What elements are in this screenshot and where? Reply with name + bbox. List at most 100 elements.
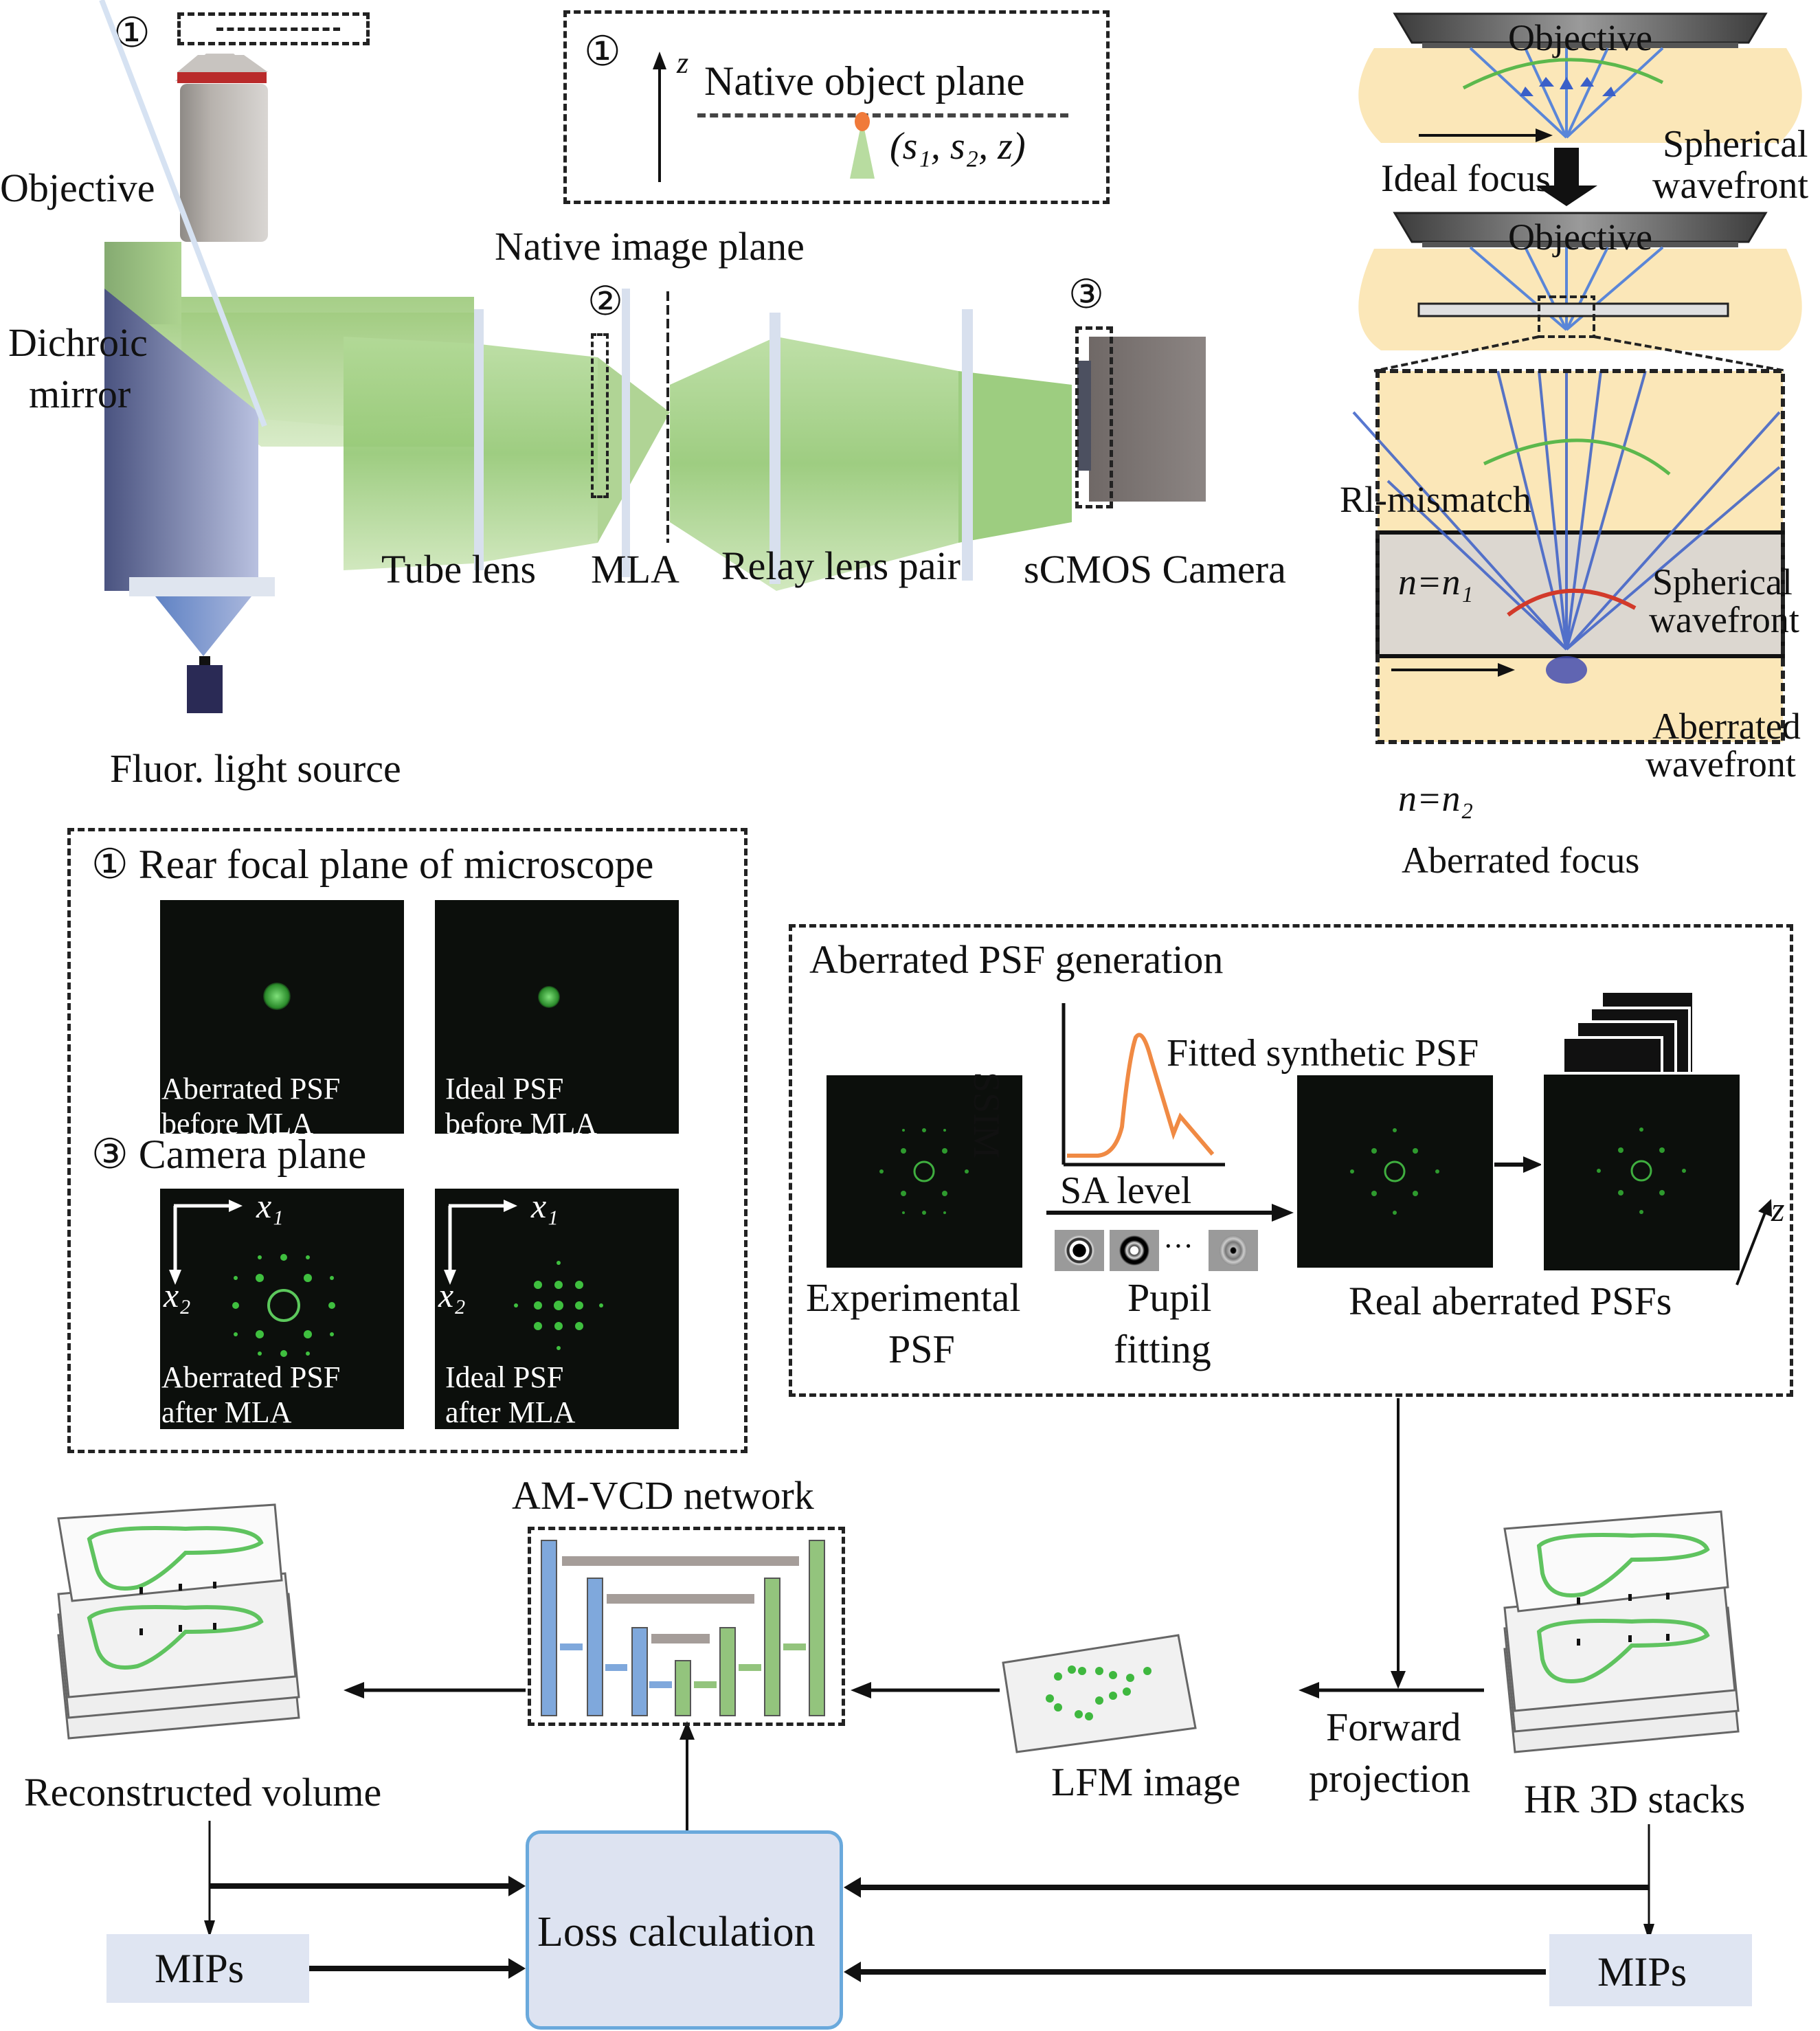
- camera-body: [1089, 337, 1206, 502]
- mla-label: MLA: [591, 547, 679, 592]
- fitted-synthetic-label: Fitted synthetic PSF: [1167, 1032, 1479, 1075]
- marker-2-label: ②: [587, 279, 623, 324]
- lfm-image: [1002, 1634, 1197, 1753]
- relay-lens-1: [769, 313, 780, 584]
- ideal-focus-label: Ideal focus: [1381, 157, 1551, 200]
- loss-calculation-box: Loss calculation: [526, 1830, 843, 2030]
- bottleneck-block: [675, 1660, 691, 1716]
- x2-axis-label: x₂: [164, 1276, 191, 1314]
- experimental-label-line2: PSF: [888, 1327, 955, 1371]
- rear-focal-plane-title: ① Rear focal plane of microscope: [91, 842, 654, 887]
- network-box: [528, 1527, 845, 1726]
- psf-pattern-aberrated: [169, 1200, 335, 1357]
- loss-calculation-label: Loss calculation: [537, 1909, 816, 1955]
- top-objective-label: Objective: [1508, 17, 1652, 58]
- ssim-curve: [1067, 1033, 1215, 1158]
- n1-label: n=n₁: [1398, 561, 1474, 603]
- experimental-psf-image: [827, 1075, 1022, 1268]
- aberrated-wavefront-line1: Aberrated: [1652, 706, 1801, 747]
- pupil-label-line1: Pupil: [1127, 1275, 1212, 1320]
- spherical-label-line2: wavefront: [1652, 164, 1809, 207]
- forward-projection-line1: Forward: [1326, 1705, 1461, 1749]
- reconstructed-volume-stack: [57, 1503, 300, 1740]
- pupil-label-line2: fitting: [1114, 1327, 1211, 1371]
- aberrated-wavefront-line2: wavefront: [1645, 743, 1796, 785]
- x1-axis-label: x₁: [531, 1187, 559, 1225]
- sa-level-arrow: [1046, 1204, 1294, 1222]
- camera-sensor: [1077, 361, 1091, 471]
- dichroic-label-line1: Dichroic: [8, 320, 148, 365]
- z-stack-arrow: [1735, 1199, 1772, 1286]
- aberrated-focus-spot: [1546, 656, 1587, 684]
- hr-stacks-label: HR 3D stacks: [1524, 1777, 1746, 1821]
- point-coordinate: (s₁, s₂, z): [890, 125, 1026, 168]
- real-psfs-label: Real aberrated PSFs: [1349, 1279, 1672, 1323]
- inset-marker: ①: [584, 29, 621, 74]
- reconstructed-volume-label: Reconstructed volume: [24, 1770, 382, 1815]
- decoder-block: [764, 1578, 780, 1716]
- objective-red-ring: [177, 72, 267, 83]
- pupil-image-1: [1055, 1230, 1104, 1271]
- fitted-to-real-arrow: [1494, 1156, 1542, 1173]
- psf-spot: [263, 983, 291, 1010]
- aberration-drawing: [1352, 12, 1802, 744]
- objective-top: [1393, 12, 1768, 44]
- real-psf-image: [1541, 1072, 1742, 1273]
- detail-spherical-line1: Spherical: [1652, 561, 1793, 603]
- lfm-image-label: LFM image: [1051, 1760, 1241, 1804]
- mips-right-label: MIPs: [1597, 1949, 1687, 1995]
- pupil-image-2: [1110, 1230, 1159, 1271]
- encoder-block: [587, 1578, 603, 1716]
- pupil-image-3: [1209, 1230, 1258, 1271]
- rear-focal-plane-line: [216, 27, 340, 31]
- rear-focal-plane-box: [177, 12, 370, 45]
- spherical-wavefront-top: [1462, 58, 1664, 90]
- native-image-plane-label: Native image plane: [495, 224, 805, 269]
- mips-left-label: MIPs: [155, 1946, 245, 1991]
- relay-lens-pair-label: Relay lens pair: [721, 543, 960, 588]
- object-plane-line: [697, 113, 1068, 117]
- camera-plane-box: [1075, 326, 1113, 508]
- camera-plane-title: ③ Camera plane: [91, 1132, 367, 1177]
- zoom-region: [1538, 295, 1595, 338]
- psf-comparison-panel: ① Rear focal plane of microscope ③ Camer…: [67, 828, 748, 1453]
- mla-lens: [622, 289, 630, 577]
- objective-label: Objective: [0, 166, 155, 210]
- spherical-wavefront-detail: [1483, 438, 1671, 475]
- n2-label: n=n₂: [1398, 778, 1474, 819]
- excitation-lens: [129, 577, 275, 596]
- decoder-block: [719, 1627, 736, 1716]
- dichroic-label-line2: mirror: [29, 372, 131, 416]
- ssim-curve-chart: [1061, 1003, 1225, 1167]
- hr-stacks: [1503, 1510, 1740, 1753]
- psf-generation-panel: Aberrated PSF generation SSIM Fitted syn…: [789, 924, 1793, 1397]
- tube-lens: [474, 309, 484, 570]
- relay-lens-2: [962, 309, 973, 581]
- psf-generation-title: Aberrated PSF generation: [809, 937, 1224, 982]
- beam-path: [344, 289, 1206, 591]
- aberrated-focus-label: Aberrated focus: [1402, 840, 1640, 881]
- encoder-block: [631, 1627, 648, 1716]
- aberrated-wavefront: [1507, 588, 1637, 617]
- bottom-objective-label: Objective: [1508, 216, 1652, 258]
- detail-spherical-line2: wavefront: [1649, 599, 1799, 640]
- unet-diagram: [541, 1540, 825, 1716]
- mips-left-box: MIPs: [106, 1934, 309, 2003]
- light-source-label: Fluor. light source: [110, 746, 401, 791]
- mla-box: [591, 333, 609, 498]
- microscope-drawing: [99, 0, 474, 713]
- encoder-block: [541, 1540, 557, 1716]
- mips-right-box: MIPs: [1549, 1934, 1752, 2006]
- objective-bottom: [1393, 212, 1768, 243]
- pupil-ellipsis: ···: [1163, 1229, 1193, 1263]
- light-source-tip: [199, 656, 210, 666]
